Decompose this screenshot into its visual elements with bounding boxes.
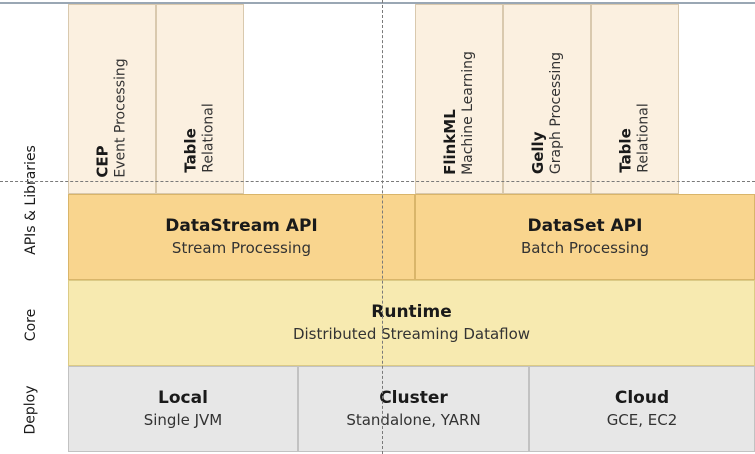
core-subtitle: Distributed Streaming Dataflow — [292, 325, 531, 343]
side-label-deploy-text: Deploy — [23, 385, 39, 435]
deploy-subtitle-cluster: Standalone, YARN — [346, 411, 481, 429]
library-box-flinkml: FlinkML Machine Learning — [415, 4, 503, 194]
top-border-line — [0, 2, 755, 4]
side-label-apis-libraries: APIs & Libraries — [10, 120, 52, 280]
api-box-datastream: DataStream API Stream Processing — [68, 194, 415, 280]
deploy-box-local: Local Single JVM — [68, 366, 298, 452]
library-box-cep: CEP Event Processing — [68, 4, 156, 194]
library-name-gelly: Gelly — [529, 131, 547, 175]
deploy-subtitle-cloud: GCE, EC2 — [606, 411, 678, 429]
deploy-box-cluster: Cluster Standalone, YARN — [298, 366, 529, 452]
library-desc-flinkml: Machine Learning — [460, 51, 476, 175]
horizontal-guide-line — [0, 181, 755, 182]
library-box-gelly: Gelly Graph Processing — [503, 4, 591, 194]
api-title-datastream: DataStream API — [165, 216, 318, 236]
library-desc-table-stream: Relational — [201, 103, 217, 173]
api-subtitle-datastream: Stream Processing — [171, 239, 312, 257]
library-name-flinkml: FlinkML — [441, 109, 459, 175]
side-label-core-text: Core — [23, 308, 39, 342]
library-box-table-stream: Table Relational — [156, 4, 244, 194]
deploy-title-cluster: Cluster — [379, 388, 448, 408]
library-name-table-batch: Table — [617, 128, 635, 173]
vertical-guide-line — [382, 0, 383, 454]
library-name-cep: CEP — [94, 145, 113, 178]
library-desc-cep: Event Processing — [113, 58, 130, 178]
library-box-table-batch: Table Relational — [591, 4, 679, 194]
side-label-core: Core — [10, 285, 52, 365]
deploy-box-cloud: Cloud GCE, EC2 — [529, 366, 755, 452]
side-label-apis-text: APIs & Libraries — [23, 145, 40, 255]
core-title: Runtime — [371, 302, 452, 322]
side-label-deploy: Deploy — [10, 370, 52, 450]
library-name-table-stream: Table — [182, 128, 200, 173]
library-desc-gelly: Graph Processing — [548, 51, 564, 175]
api-box-dataset: DataSet API Batch Processing — [415, 194, 755, 280]
core-runtime-box: Runtime Distributed Streaming Dataflow — [68, 280, 755, 366]
deploy-title-local: Local — [158, 388, 208, 408]
deploy-title-cloud: Cloud — [614, 388, 670, 408]
library-desc-table-batch: Relational — [636, 103, 652, 173]
api-title-dataset: DataSet API — [527, 216, 643, 236]
deploy-subtitle-local: Single JVM — [143, 411, 223, 429]
api-subtitle-dataset: Batch Processing — [521, 239, 649, 257]
